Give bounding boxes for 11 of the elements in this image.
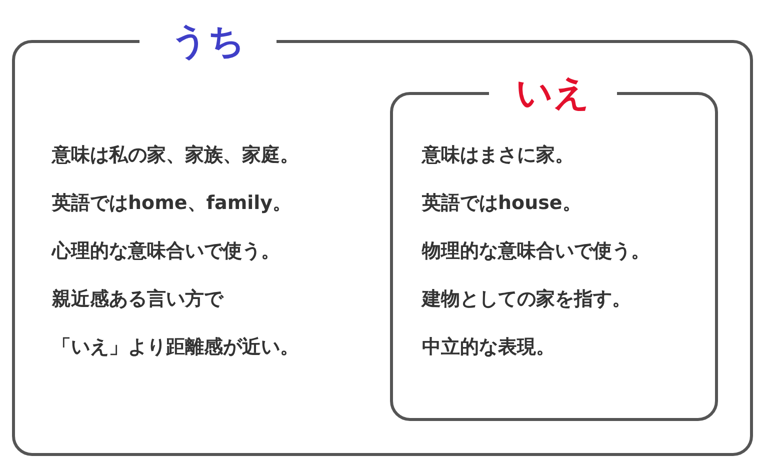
panel-text: 親近感ある言い方で <box>52 287 223 312</box>
panel-text: 「いえ」より距離感が近い。 <box>52 335 299 360</box>
panel-heading: うち <box>171 22 245 62</box>
panel-text: 意味はまさに家。 <box>422 143 574 168</box>
panel-text: 意味は私の家、家族、家庭。 <box>52 143 299 168</box>
panel-text: 英語ではhome、family。 <box>52 191 292 216</box>
panel-text: 英語ではhouse。 <box>422 191 582 216</box>
panel-text: 心理的な意味合いで使う。 <box>52 239 280 264</box>
panel-text: 中立的な表現。 <box>422 335 555 360</box>
panel-text: 建物としての家を指す。 <box>422 287 631 312</box>
panel-text: 物理的な意味合いで使う。 <box>422 239 650 264</box>
